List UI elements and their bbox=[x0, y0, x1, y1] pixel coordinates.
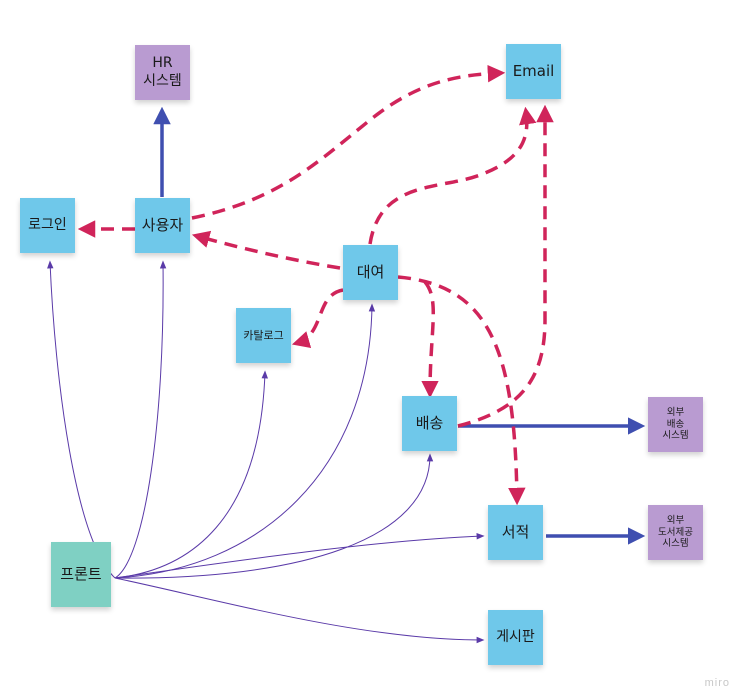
edge-front-delivery bbox=[114, 453, 434, 579]
edge-user-email bbox=[191, 64, 506, 220]
node-ext-books-system[interactable]: 외부 도서제공 시스템 bbox=[648, 505, 703, 560]
edge-front-user bbox=[114, 260, 167, 579]
node-hr-system[interactable]: HR 시스템 bbox=[135, 45, 190, 100]
edge-rental-books bbox=[397, 275, 526, 506]
node-board[interactable]: 게시판 bbox=[488, 610, 543, 665]
node-email[interactable]: Email bbox=[506, 44, 561, 99]
node-books[interactable]: 서적 bbox=[488, 505, 543, 560]
node-login[interactable]: 로그인 bbox=[20, 198, 75, 253]
edge-rental-user bbox=[191, 230, 341, 270]
node-ext-delivery-system[interactable]: 외부 배송 시스템 bbox=[648, 397, 703, 452]
edge-front-board bbox=[114, 577, 485, 644]
edge-front-books bbox=[114, 533, 485, 579]
node-catalog[interactable]: 카탈로그 bbox=[236, 308, 291, 363]
edge-rental-catalog bbox=[291, 288, 344, 349]
edge-front-login bbox=[47, 260, 116, 579]
miro-watermark: miro bbox=[704, 677, 730, 689]
edge-rental-email bbox=[368, 106, 537, 245]
node-rental[interactable]: 대여 bbox=[343, 245, 398, 300]
edge-rental-delivery bbox=[421, 280, 439, 399]
node-user[interactable]: 사용자 bbox=[135, 198, 190, 253]
node-front[interactable]: 프론트 bbox=[51, 542, 111, 607]
edge-front-catalog bbox=[114, 370, 268, 579]
node-delivery[interactable]: 배송 bbox=[402, 396, 457, 451]
edge-delivery-email bbox=[457, 104, 554, 428]
